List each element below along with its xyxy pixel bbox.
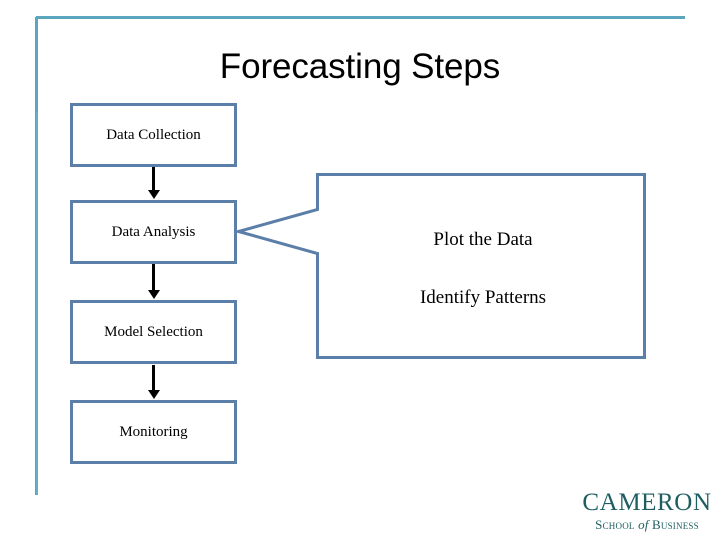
flow-step-label: Data Collection <box>106 126 201 143</box>
arrow-down-icon-model-to-monitoring <box>148 365 160 400</box>
callout-line-identify-patterns: Identify Patterns <box>419 287 547 308</box>
callout-shape <box>236 173 646 359</box>
callout-line-plot-the-data: Plot the Data <box>433 229 533 250</box>
arrow-head <box>148 290 160 299</box>
arrow-down-icon-analysis-to-model <box>148 264 160 300</box>
frame-top-rule <box>36 16 685 19</box>
page-title: Forecasting Steps <box>219 47 501 86</box>
flow-step-label: Model Selection <box>104 323 203 340</box>
flow-step-data-collection[interactable]: Data Collection <box>70 103 237 167</box>
logo-tagline-school: School <box>595 517 635 532</box>
flow-step-data-analysis[interactable]: Data Analysis <box>70 200 237 264</box>
flow-step-model-selection[interactable]: Model Selection <box>70 300 237 364</box>
arrow-head <box>148 190 160 199</box>
logo-tagline-of: of <box>638 517 649 532</box>
arrow-head <box>148 390 160 399</box>
cameron-school-of-business-logo: CAMERON School of Business <box>581 490 713 532</box>
arrow-stem <box>152 167 155 191</box>
arrow-stem <box>152 264 155 291</box>
flow-step-label: Monitoring <box>119 423 188 440</box>
arrow-stem <box>152 365 155 391</box>
flow-step-label: Data Analysis <box>111 223 196 240</box>
callout-balloon[interactable]: Plot the Data Identify Patterns <box>236 173 646 359</box>
flow-step-monitoring[interactable]: Monitoring <box>70 400 237 464</box>
frame-left-rule-lower <box>36 112 38 495</box>
logo-tagline: School of Business <box>581 518 713 532</box>
logo-tagline-business: Business <box>652 517 699 532</box>
arrow-down-icon-collection-to-analysis <box>148 167 160 200</box>
logo-wordmark: CAMERON <box>582 489 712 516</box>
